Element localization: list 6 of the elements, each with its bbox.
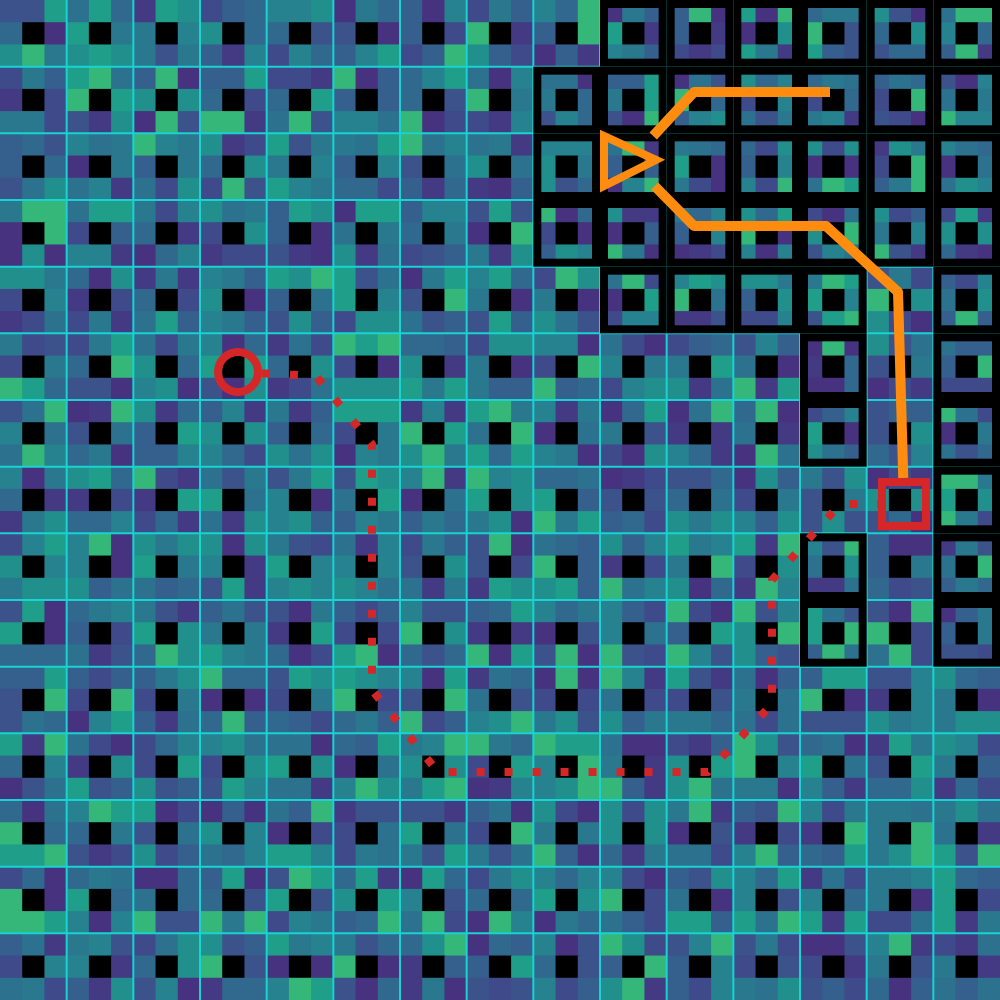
dotted-path [261, 369, 878, 776]
planned-path [649, 87, 830, 140]
orientation-triangle [600, 129, 666, 193]
planned-path [651, 182, 909, 479]
start-circle [214, 348, 262, 396]
goal-square [878, 478, 930, 530]
